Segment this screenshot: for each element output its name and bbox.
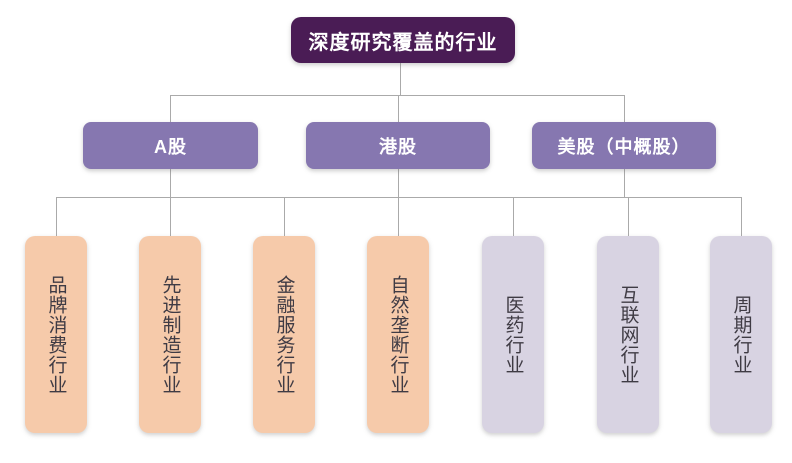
connector-stub-a-shares xyxy=(170,169,171,198)
branch-node-label: 港股 xyxy=(379,136,417,157)
industry-node-advanced-manufacturing: 先进制造行业 xyxy=(139,236,201,433)
branch-node-us-china-concept: 美股（中概股） xyxy=(532,122,716,169)
connector-drop-industry-1 xyxy=(56,197,57,236)
connector-stub-us-shares xyxy=(624,169,625,198)
connector-drop-us-shares xyxy=(624,95,625,122)
industry-node-label: 品牌消费行业 xyxy=(45,274,67,395)
connector-drop-industry-7 xyxy=(741,197,742,236)
industry-node-financial-services: 金融服务行业 xyxy=(253,236,315,433)
branch-node-label: A股 xyxy=(154,136,187,157)
connector-drop-industry-6 xyxy=(628,197,629,236)
connector-bottom-rail xyxy=(56,197,742,198)
industry-node-label: 互联网行业 xyxy=(617,284,639,385)
branch-node-label: 美股（中概股） xyxy=(557,136,691,157)
connector-drop-industry-3 xyxy=(284,197,285,236)
industry-node-label: 医药行业 xyxy=(502,294,524,375)
industry-node-natural-monopoly: 自然垄断行业 xyxy=(367,236,429,433)
industry-node-brand-consumption: 品牌消费行业 xyxy=(25,236,87,433)
root-node-covered-industries: 深度研究覆盖的行业 xyxy=(291,17,515,63)
branch-node-a-shares: A股 xyxy=(83,122,258,169)
connector-drop-a-shares xyxy=(170,95,171,122)
connector-stub-hk-shares xyxy=(398,169,399,198)
industry-node-label: 金融服务行业 xyxy=(273,274,295,395)
connector-drop-industry-4 xyxy=(398,197,399,236)
industry-node-label: 先进制造行业 xyxy=(159,274,181,395)
connector-root-stub xyxy=(400,63,401,96)
industry-node-internet: 互联网行业 xyxy=(597,236,659,433)
industry-node-label: 周期行业 xyxy=(730,294,752,375)
connector-drop-industry-2 xyxy=(170,197,171,236)
branch-node-hk-shares: 港股 xyxy=(306,122,490,169)
industry-node-cyclical: 周期行业 xyxy=(710,236,772,433)
connector-top-rail xyxy=(170,95,625,96)
industry-node-label: 自然垄断行业 xyxy=(387,274,409,395)
industry-node-pharmaceutical: 医药行业 xyxy=(482,236,544,433)
root-node-label: 深度研究覆盖的行业 xyxy=(308,31,498,54)
connector-drop-industry-5 xyxy=(513,197,514,236)
connector-drop-hk-shares xyxy=(398,95,399,122)
